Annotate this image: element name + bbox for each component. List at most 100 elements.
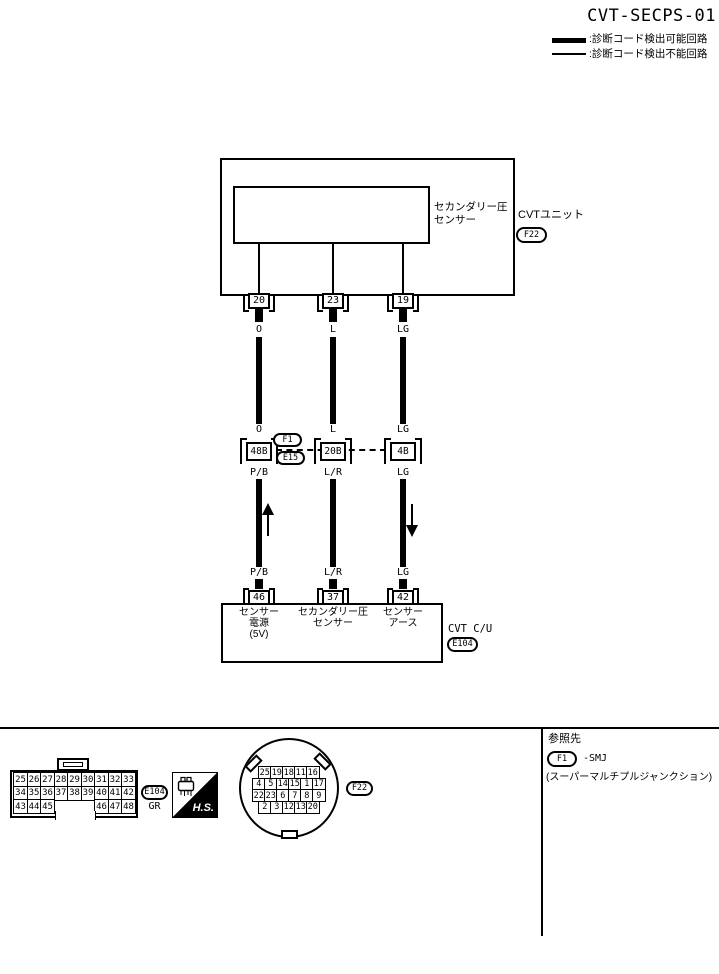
connector-label-e104-footer: E104 (141, 785, 168, 800)
wire-color-label: LG (396, 324, 410, 335)
wire-stub (329, 579, 337, 589)
arrowhead (406, 525, 418, 537)
wire-color-label: P/B (249, 567, 269, 578)
terminal-name: セカンダリー圧 (298, 607, 368, 618)
terminal-number: 48B (246, 442, 272, 461)
wire-color-label: LG (396, 424, 410, 435)
arrow-tail (267, 513, 269, 536)
wire-color-label: P/B (249, 467, 269, 478)
internal-wire (258, 244, 260, 296)
terminal-name: (5V) (249, 629, 269, 640)
pin-cell: 45 (40, 799, 55, 814)
wire-segment (256, 479, 262, 567)
terminal-number: 20 (248, 293, 270, 309)
wire-segment (330, 337, 336, 424)
bracket (387, 588, 393, 603)
terminal-number: 19 (392, 293, 414, 309)
terminal-name: アース (388, 618, 418, 629)
connector-label-f1: F1 (273, 433, 302, 447)
keying-tab (281, 830, 298, 839)
page-title: CVT-SECPS-01 (587, 6, 716, 26)
wire-color-label: O (255, 424, 263, 435)
hs-label: H.S. (192, 802, 214, 814)
footer-divider (0, 727, 719, 729)
connector-label-e15: E15 (276, 451, 305, 465)
cvt-unit-name: CVTユニット (518, 209, 584, 221)
pin-cell: 20 (306, 800, 320, 814)
connector-color-code: GR (148, 801, 161, 812)
junction-connector-48b: 48B (240, 437, 278, 466)
pin-cell: 44 (26, 799, 42, 814)
bracket (243, 296, 249, 312)
wire-color-label: L/R (323, 567, 343, 578)
bracket (317, 296, 323, 312)
arrowhead (262, 503, 274, 515)
bracket (343, 588, 349, 603)
wire-stub (255, 579, 263, 589)
housing-notch (55, 811, 96, 820)
reference-heading: 参照先 (548, 733, 581, 745)
wire-stub (329, 309, 337, 322)
bracket (314, 438, 321, 464)
wire-stub (399, 309, 407, 322)
terminal-name: センサー (313, 618, 353, 629)
legend-detectable-label: :診断コード検出可能回路 (589, 33, 708, 45)
terminal-number: 20B (320, 442, 346, 461)
terminal-number: 4B (390, 442, 416, 461)
reference-divider (541, 729, 543, 936)
wire-color-label: L/R (323, 467, 343, 478)
terminal-number: 46 (248, 590, 270, 605)
internal-wire (332, 244, 334, 296)
hs-mark: H.S. (172, 772, 218, 818)
internal-wire (402, 244, 404, 296)
bracket (243, 588, 249, 603)
terminal-name: 電源 (249, 618, 269, 629)
bracket (384, 438, 391, 464)
bracket (269, 588, 275, 603)
junction-connector-4b: 4B (384, 437, 422, 466)
harness-connector-icon (177, 776, 195, 796)
reference-note: (スーパーマルチプルジャンクション) (546, 772, 713, 783)
terminal-number: 23 (322, 293, 344, 309)
bracket (343, 296, 349, 312)
wire-color-label: L (329, 324, 337, 335)
bracket (415, 438, 422, 464)
pin-cell: 33 (121, 772, 136, 787)
wire-segment (256, 337, 262, 424)
connector-tab-slot (63, 762, 83, 767)
bracket (240, 438, 247, 464)
pin-connector-19: 19 (387, 293, 419, 314)
connector-label-f22: F22 (516, 227, 547, 243)
wire-segment (330, 479, 336, 567)
wire-color-label: LG (396, 467, 410, 478)
wire-color-label: L (329, 424, 337, 435)
sensor-label-line2: センサー (434, 214, 476, 226)
connector-label-e104: E104 (447, 637, 478, 652)
bracket (269, 296, 275, 312)
connector-label-f1-reference: F1 (547, 751, 577, 767)
legend-thin-line (552, 53, 586, 55)
wire-color-label: O (255, 324, 263, 335)
reference-target: -SMJ (583, 753, 608, 764)
legend-thick-line (552, 38, 586, 43)
bracket (413, 296, 419, 312)
wire-stub (399, 579, 407, 589)
current-direction-up-arrow (262, 503, 274, 536)
sensor-label-line1: セカンダリー圧 (434, 201, 508, 213)
current-direction-down-arrow (406, 504, 418, 537)
connector-label-f22-footer: F22 (346, 781, 373, 796)
bracket (413, 588, 419, 603)
wire-segment (400, 337, 406, 424)
pin-connector-20: 20 (243, 293, 275, 314)
cvt-cu-name: CVT C/U (448, 623, 493, 635)
bracket (387, 296, 393, 312)
wire-segment (400, 479, 406, 567)
bracket (345, 438, 352, 464)
pin-cell: 48 (121, 799, 136, 814)
wire-color-label: LG (396, 567, 410, 578)
secondary-pressure-sensor-box (233, 186, 430, 244)
junction-connector-20b: 20B (314, 437, 352, 466)
terminal-name: センサー (383, 607, 423, 618)
pin-connector-23: 23 (317, 293, 349, 314)
